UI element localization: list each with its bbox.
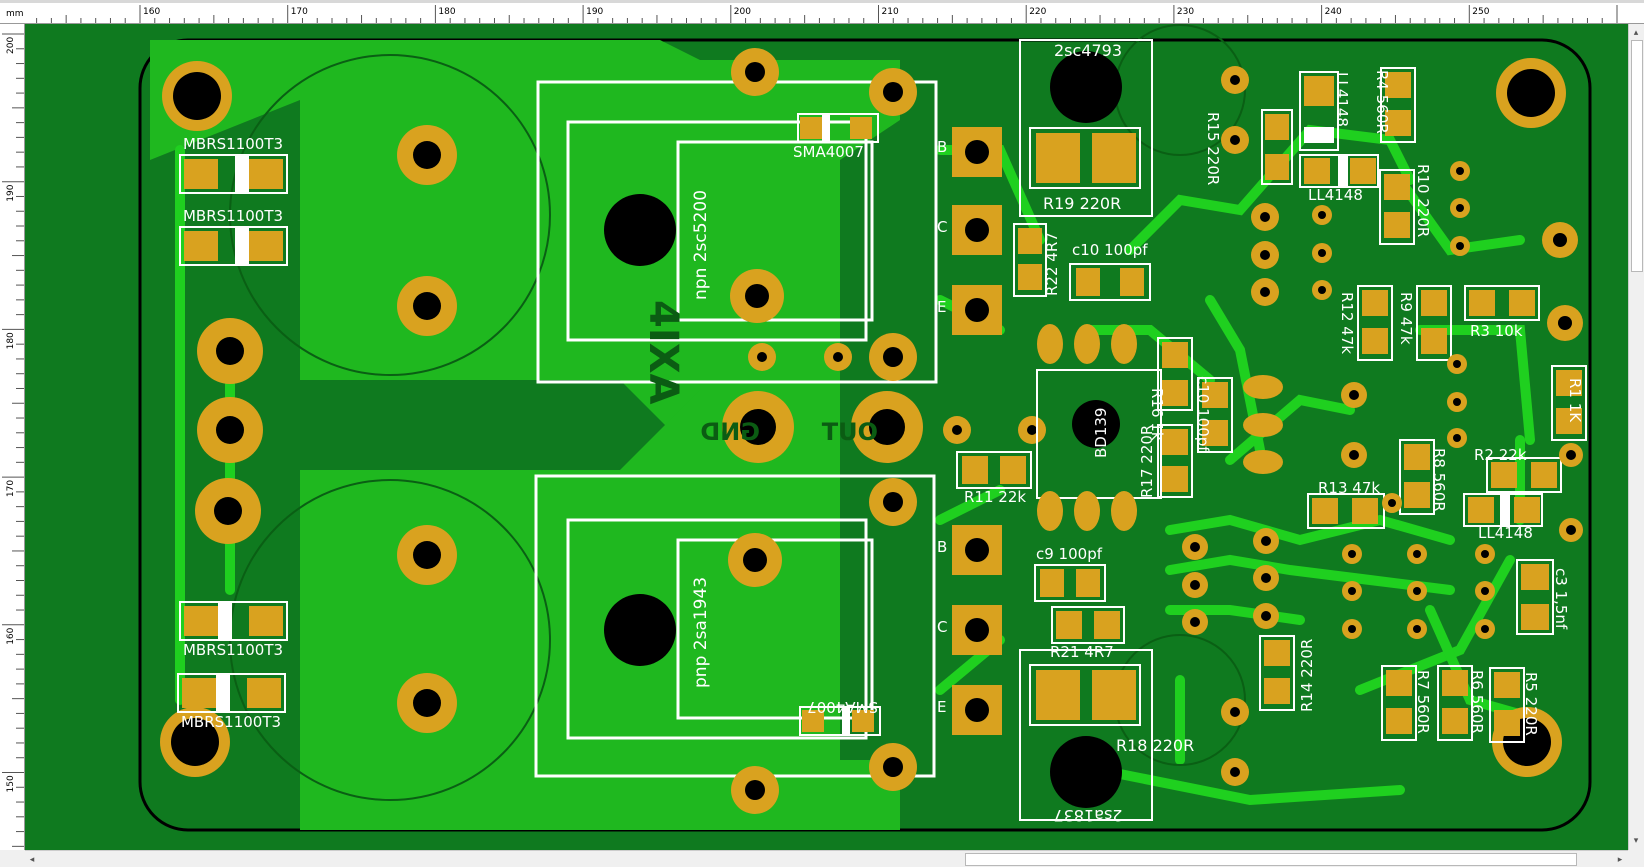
- small-transistor-pads: [1037, 324, 1283, 531]
- c10-label: c10 100pf: [1072, 241, 1148, 259]
- ruler-left-label: 200: [6, 37, 16, 54]
- ll4148-3-label: LL4148: [1478, 524, 1533, 542]
- ruler-left-label: 190: [6, 184, 16, 201]
- ruler-left-label: 180: [6, 332, 16, 349]
- horizontal-ruler: mm 160 170 180 190 200 210 220 230 240 250: [0, 3, 1644, 24]
- r14-label: R14 220R: [1298, 639, 1316, 712]
- horizontal-scroll-thumb[interactable]: [965, 853, 1577, 866]
- out-label: OUT: [821, 418, 878, 446]
- top-driver-label: 2sc4793: [1054, 41, 1122, 60]
- r7-label: R7 560R: [1414, 670, 1432, 734]
- scroll-left-icon[interactable]: ◂: [29, 854, 35, 864]
- ruler-left-label: 170: [6, 480, 16, 497]
- mbrs-2-label: MBRS1100T3: [183, 207, 283, 225]
- mounting-holes: [160, 58, 1566, 777]
- ll4148-2-label: LL4148: [1308, 186, 1363, 204]
- pnp-label: pnp 2sa1943: [691, 577, 711, 688]
- r2-label: R2 22k: [1474, 446, 1527, 464]
- ruler-unit-label: mm: [6, 9, 24, 19]
- vertical-ruler: 200 190 180 170 160 150: [0, 24, 25, 850]
- r12-label: R12 47k: [1338, 292, 1356, 354]
- r16-label: R16 1k: [1148, 388, 1166, 441]
- sma-top-label: SMA4007: [793, 143, 864, 161]
- r18-label: R18 220R: [1116, 736, 1194, 755]
- power-pads: [195, 125, 923, 733]
- c3-label: c3 1,5nf: [1552, 568, 1570, 630]
- vertical-scrollbar[interactable]: ▴ ▾: [1628, 24, 1644, 850]
- r10-label: R10 220R: [1414, 164, 1432, 237]
- ruler-top-label: 220: [1029, 7, 1046, 17]
- mbrs-3-label: MBRS1100T3: [183, 641, 283, 659]
- r9-label: R9 47k: [1397, 292, 1415, 345]
- pcb-board[interactable]: MBRS1100T3 MBRS1100T3 MBRS1100T3 MBRS110…: [25, 24, 1628, 850]
- via-pads: [1182, 66, 1583, 786]
- c9-label: c9 100pf: [1036, 545, 1103, 563]
- mbrs-diodes: [177, 154, 288, 713]
- toolbar-edge: [0, 0, 1644, 3]
- pcb-canvas[interactable]: MBRS1100T3 MBRS1100T3 MBRS1100T3 MBRS110…: [25, 24, 1628, 850]
- sma-bottom-label: SMA4007: [807, 698, 878, 716]
- vertical-ruler-scale: 200 190 180 170 160 150: [2, 33, 24, 847]
- pin-e-top: E: [937, 298, 946, 316]
- pin-b-top: B: [937, 138, 947, 156]
- ruler-top-label: 170: [291, 7, 308, 17]
- horizontal-ruler-scale: 160 170 180 190 200 210 220 230 240 250: [36, 5, 1618, 23]
- r19-label: R19 220R: [1043, 194, 1121, 213]
- ruler-top-label: 180: [438, 7, 455, 17]
- ruler-top-label: 160: [143, 7, 160, 17]
- scroll-down-icon[interactable]: ▾: [1633, 835, 1639, 845]
- driver-transistor-top: [1019, 39, 1153, 217]
- power-transistor-pins: [731, 48, 1046, 814]
- vertical-scroll-thumb[interactable]: [1631, 40, 1643, 272]
- gnd-label: GND: [700, 418, 760, 446]
- r4-label: R4 560R: [1373, 70, 1391, 134]
- pin-c-top: C: [937, 218, 947, 236]
- r17-label: R17 220R: [1138, 425, 1156, 498]
- scroll-up-icon[interactable]: ▴: [1633, 27, 1639, 37]
- bd139-label: BD139: [1092, 408, 1110, 458]
- r22-label: R22 4R7: [1043, 232, 1061, 296]
- bottom-driver-label: 2sa1837: [1053, 806, 1122, 825]
- pin-b-bottom: B: [937, 538, 947, 556]
- ruler-top-label: 230: [1177, 7, 1194, 17]
- r8-label: R8 560R: [1430, 448, 1448, 512]
- mbrs-4-label: MBRS1100T3: [181, 713, 281, 731]
- mbrs-1-label: MBRS1100T3: [183, 135, 283, 153]
- ruler-top-label: 240: [1325, 7, 1342, 17]
- scroll-right-icon[interactable]: ▸: [1617, 854, 1623, 864]
- c10b-label: c10 100pf: [1194, 376, 1212, 452]
- r21-label: R21 4R7: [1050, 643, 1114, 661]
- r13-label: R13 47k: [1318, 479, 1380, 497]
- r5-label: R5 220R: [1522, 672, 1540, 736]
- brand-label: 4IXA: [640, 300, 686, 405]
- r3-label: R3 10k: [1470, 322, 1523, 340]
- ruler-top-label: 190: [586, 7, 603, 17]
- r15-label: R15 220R: [1204, 112, 1222, 185]
- pnp-transistor-footprint: [534, 474, 936, 778]
- smd-components: [956, 67, 1587, 743]
- pin-c-bottom: C: [937, 618, 947, 636]
- r6-label: R6 560R: [1468, 670, 1486, 734]
- horizontal-scrollbar[interactable]: ◂ ▸: [25, 850, 1628, 867]
- ruler-top-label: 250: [1472, 7, 1489, 17]
- sma-diodes: [797, 113, 881, 736]
- driver-transistor-bottom: [1019, 649, 1153, 821]
- ruler-left-label: 160: [6, 627, 16, 644]
- ruler-top-label: 210: [882, 7, 899, 17]
- pin-e-bottom: E: [937, 698, 946, 716]
- ll4148-1-label: LL4148: [1333, 72, 1351, 127]
- r11-label: R11 22k: [964, 488, 1026, 506]
- npn-label: npn 2sc5200: [691, 190, 711, 300]
- ruler-top-label: 200: [734, 7, 751, 17]
- ruler-left-label: 150: [6, 775, 16, 792]
- r1-label: R1 1K: [1566, 378, 1584, 423]
